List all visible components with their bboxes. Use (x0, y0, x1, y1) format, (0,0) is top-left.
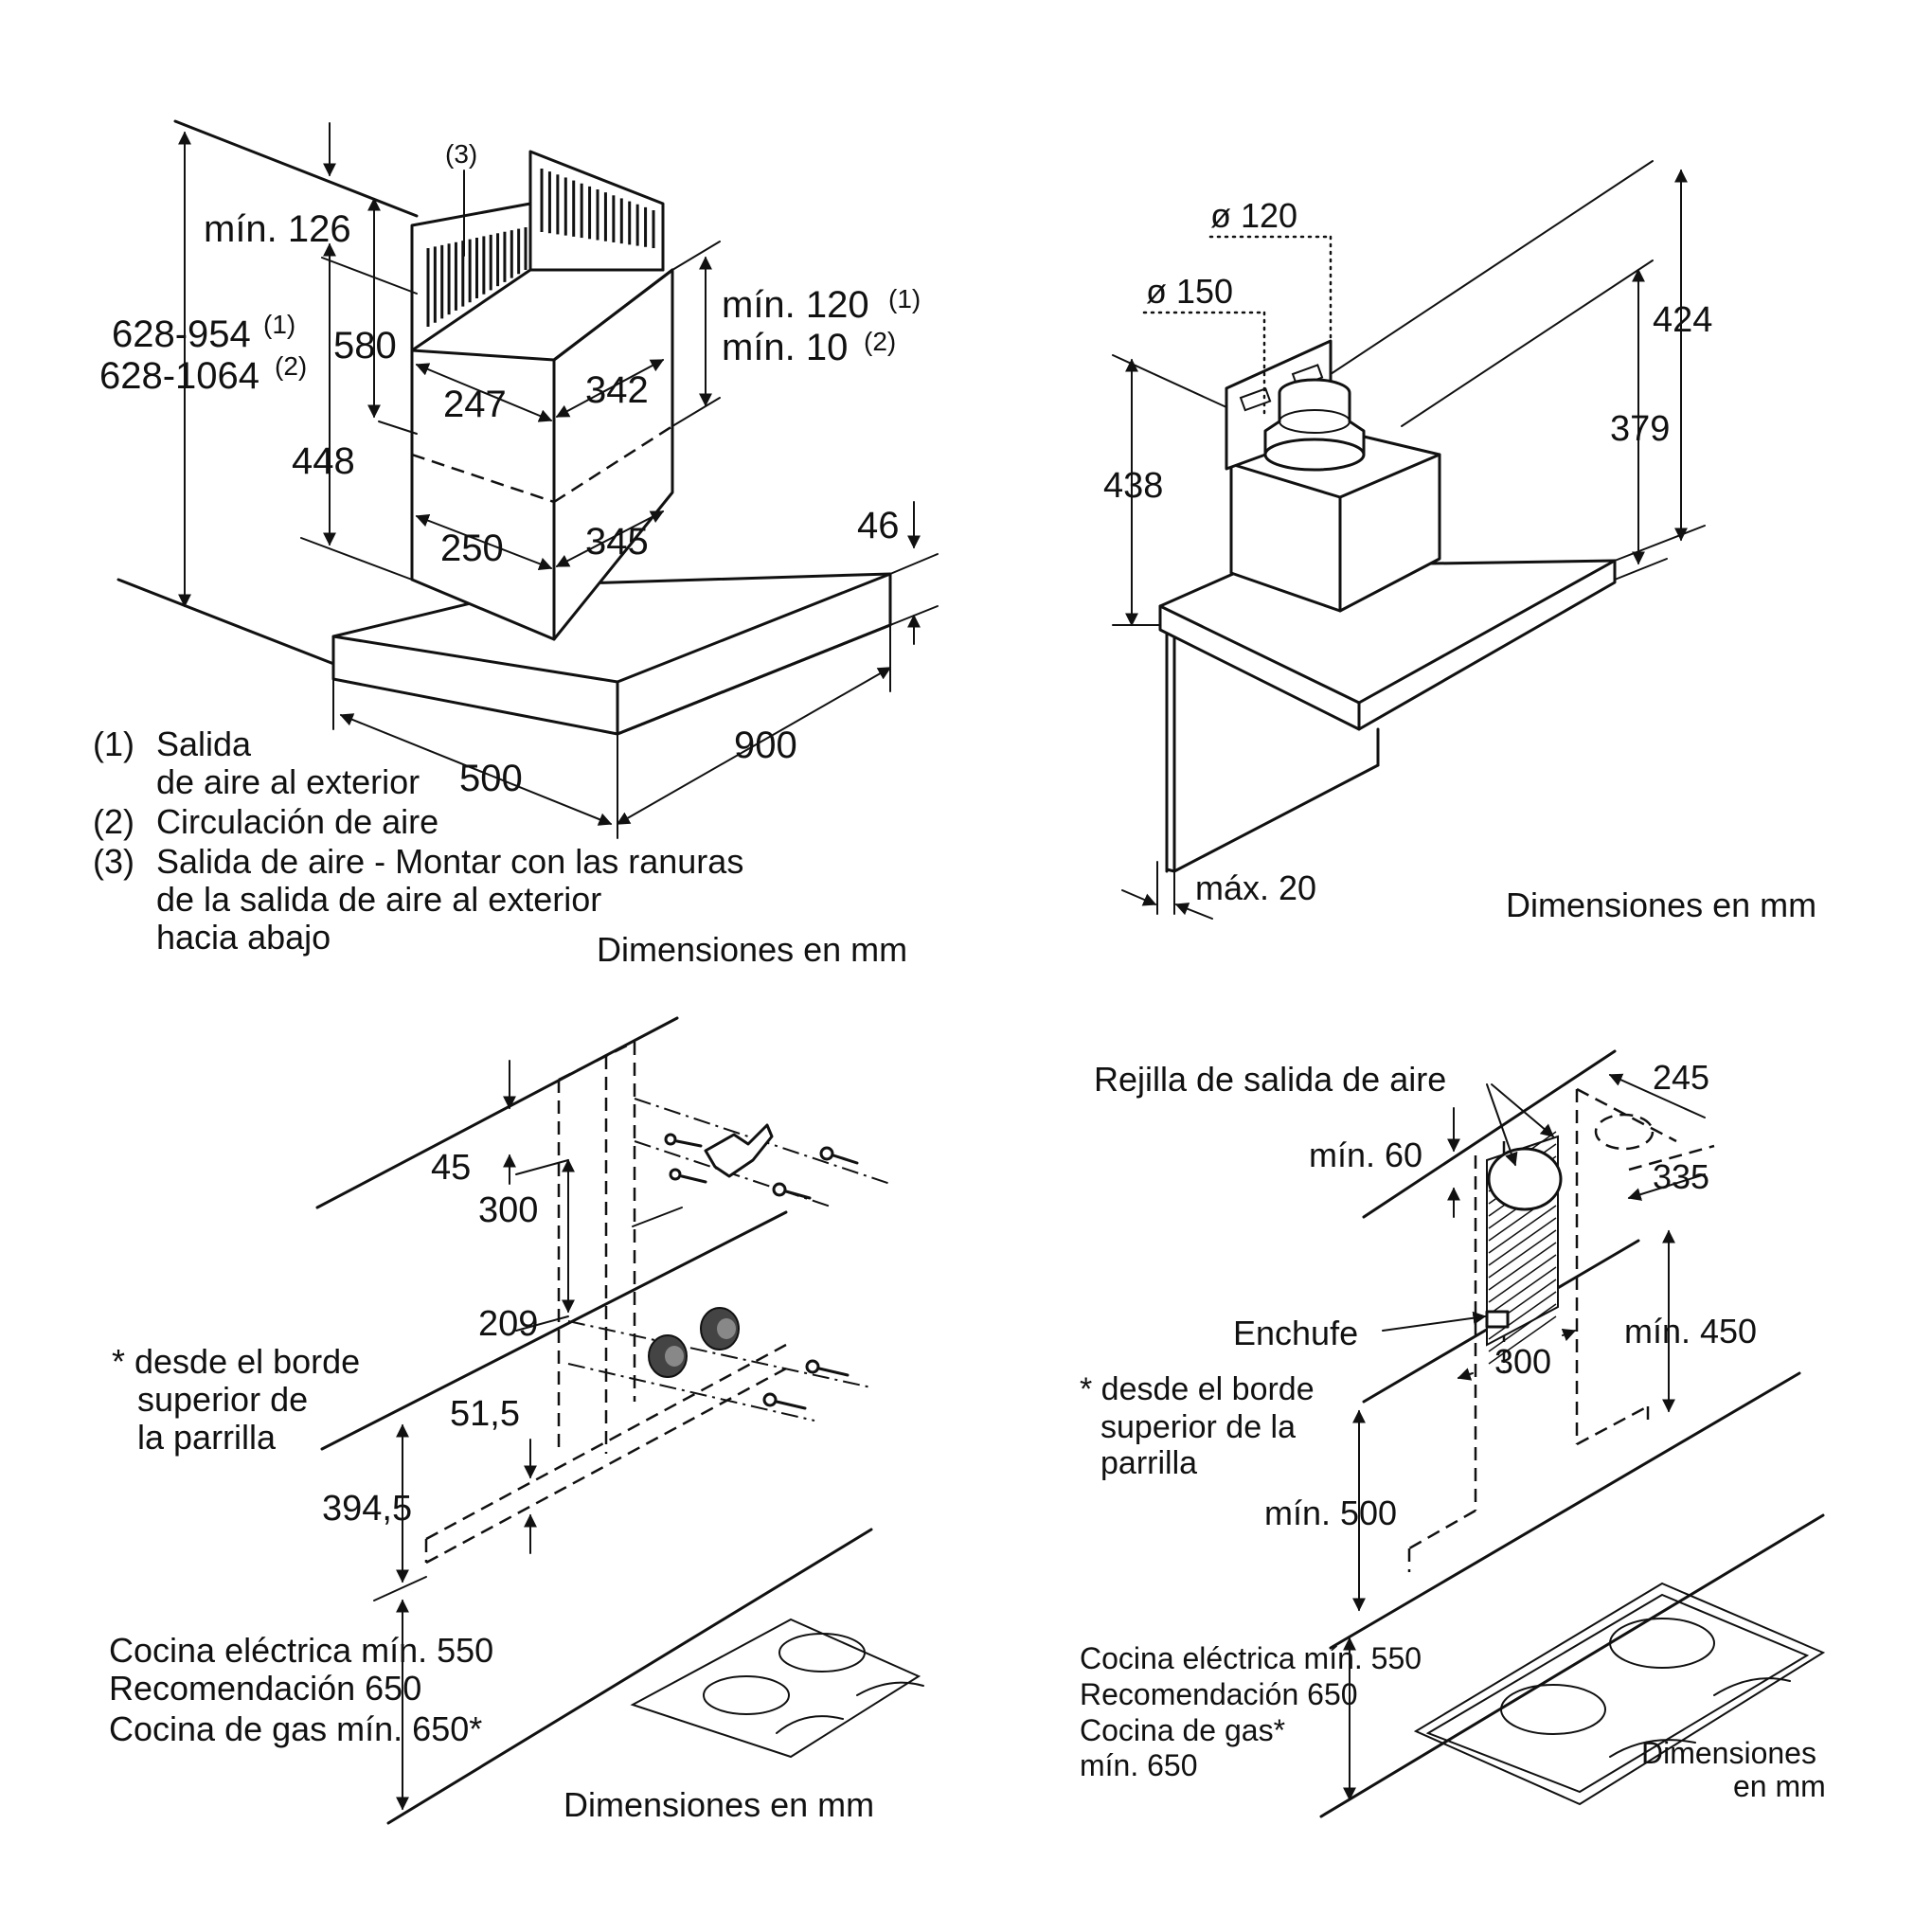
dim-424: 424 (1653, 300, 1712, 340)
hob (630, 1618, 921, 1759)
svg-text:* desde el borde: * desde el borde (1080, 1371, 1315, 1407)
dim-245: 245 (1653, 1058, 1709, 1097)
dim-min-500: mín. 500 (1264, 1494, 1397, 1532)
dim-250: 250 (440, 528, 504, 569)
svg-text:(1): (1) (888, 284, 921, 313)
dim-diameter-120: ø 120 (1210, 196, 1297, 235)
svg-text:Cocina eléctrica mín. 550: Cocina eléctrica mín. 550 (1080, 1641, 1422, 1675)
footnote: * desde el borde superior de la parrilla (112, 1342, 360, 1457)
svg-text:parrilla: parrilla (1100, 1445, 1197, 1481)
dim-500: 500 (459, 758, 523, 799)
dim-900: 900 (734, 724, 797, 766)
socket (1485, 1310, 1510, 1329)
dim-628-1064: 628-1064 (99, 355, 259, 397)
svg-text:la parrilla: la parrilla (137, 1418, 277, 1457)
screw (805, 1359, 850, 1377)
svg-text:Recomendación 650: Recomendación 650 (109, 1669, 421, 1708)
svg-text:Salida: Salida (156, 724, 252, 763)
screw (669, 1168, 707, 1184)
dim-247: 247 (443, 384, 507, 425)
units-note: Dimensiones en mm (1506, 886, 1816, 924)
dim-335: 335 (1653, 1157, 1709, 1196)
legend: (1) Salida de aire al exterior (2) Circu… (93, 724, 743, 957)
dim-max-20: máx. 20 (1195, 868, 1316, 907)
svg-text:(3): (3) (93, 842, 134, 881)
svg-text:(1): (1) (93, 724, 134, 763)
hob (1413, 1582, 1826, 1806)
svg-text:(1): (1) (263, 310, 295, 339)
units-note: Dimensiones en mm (564, 1785, 874, 1824)
cooker-distance-notes: Cocina eléctrica mín. 550 Recomendación … (1080, 1641, 1422, 1782)
screw (664, 1133, 703, 1148)
dim-394-5: 394,5 (322, 1489, 412, 1529)
dim-51-5: 51,5 (450, 1394, 520, 1434)
svg-text:Circulación de aire: Circulación de aire (156, 802, 438, 841)
svg-text:(2): (2) (93, 802, 134, 841)
footnote: * desde el borde superior de la parrilla (1080, 1371, 1315, 1481)
units-note: Dimensiones en mm (1641, 1736, 1826, 1803)
screw (762, 1392, 807, 1410)
canopy-body (331, 572, 892, 736)
svg-text:hacia abajo: hacia abajo (156, 918, 331, 957)
dim-209: 209 (478, 1304, 538, 1344)
svg-text:* desde el borde: * desde el borde (112, 1342, 360, 1381)
hob-surface-line (1319, 1513, 1825, 1818)
svg-text:de aire al exterior: de aire al exterior (156, 762, 420, 801)
panel-wall-mounting-dimensions: 45 300 209 51,5 394,5 * desde el borde s… (109, 1016, 924, 1825)
hob-surface-line (386, 1528, 873, 1825)
dim-628-954: 628-954 (112, 313, 251, 355)
dim-min-450: mín. 450 (1624, 1312, 1757, 1351)
dim-342: 342 (585, 369, 649, 411)
label-air-outlet-grille: Rejilla de salida de aire (1094, 1060, 1446, 1099)
air-outlet-grille (426, 227, 528, 327)
svg-text:Cocina de gas*: Cocina de gas* (1080, 1713, 1285, 1747)
floor-ref-line (116, 578, 338, 667)
wall-plug (700, 1307, 740, 1351)
dim-45: 45 (431, 1148, 471, 1188)
label-socket: Enchufe (1233, 1314, 1358, 1352)
svg-text:Salida de aire - Montar con la: Salida de aire - Montar con las ranuras (156, 842, 743, 881)
svg-text:superior de: superior de (137, 1380, 308, 1419)
ceiling-line (173, 119, 419, 218)
svg-text:(2): (2) (864, 327, 896, 356)
dim-min-120: mín. 120 (722, 284, 869, 326)
panel-side-view-dimensions: ø 120 ø 150 424 379 438 máx. 20 Dimensio… (1103, 160, 1816, 924)
dim-345: 345 (585, 521, 649, 563)
hood-lower-edge (320, 1210, 788, 1451)
units-note: Dimensiones en mm (597, 930, 907, 969)
svg-text:de la salida de aire al exteri: de la salida de aire al exterior (156, 880, 601, 919)
mounting-bracket (704, 1123, 774, 1178)
panel-chimney-hood-dimensions: (3) mín. 126 628-954 (1) 628-1064 (2) 58… (93, 119, 939, 969)
svg-text:Recomendación 650: Recomendación 650 (1080, 1677, 1358, 1711)
panel-socket-and-outlet-position: Rejilla de salida de aire 245 mín. 60 33… (1080, 1049, 1826, 1818)
screw (772, 1182, 812, 1200)
cooker-distance-notes: Cocina eléctrica mín. 550 Recomendación … (109, 1631, 493, 1748)
svg-text:mín. 650: mín. 650 (1080, 1748, 1198, 1782)
svg-text:superior de la: superior de la (1100, 1409, 1296, 1445)
svg-text:en mm: en mm (1733, 1769, 1826, 1803)
dim-min-10: mín. 10 (722, 327, 848, 368)
air-outlet-grille-circle (1487, 1147, 1563, 1211)
air-outlet-grille (540, 169, 655, 248)
svg-text:Cocina de gas mín. 650*: Cocina de gas mín. 650* (109, 1709, 482, 1748)
dim-300: 300 (1494, 1342, 1551, 1381)
dim-diameter-150: ø 150 (1146, 272, 1233, 311)
dim-438: 438 (1103, 466, 1163, 506)
dim-min-126: mín. 126 (204, 208, 351, 250)
dim-580: 580 (333, 325, 397, 367)
svg-text:Cocina eléctrica mín. 550: Cocina eléctrica mín. 550 (109, 1631, 493, 1670)
dim-448: 448 (292, 440, 355, 482)
hood-lower-edge (1329, 1371, 1801, 1650)
dim-46: 46 (857, 505, 900, 546)
svg-text:Dimensiones: Dimensiones (1641, 1736, 1816, 1770)
wall-plug (648, 1334, 688, 1378)
dim-min-60: mín. 60 (1309, 1136, 1422, 1174)
callout-3: (3) (445, 139, 477, 169)
svg-text:(2): (2) (275, 351, 307, 381)
dim-300: 300 (478, 1190, 538, 1230)
ceiling-line (1362, 1049, 1617, 1219)
screw (819, 1146, 859, 1165)
dim-379: 379 (1610, 409, 1670, 449)
